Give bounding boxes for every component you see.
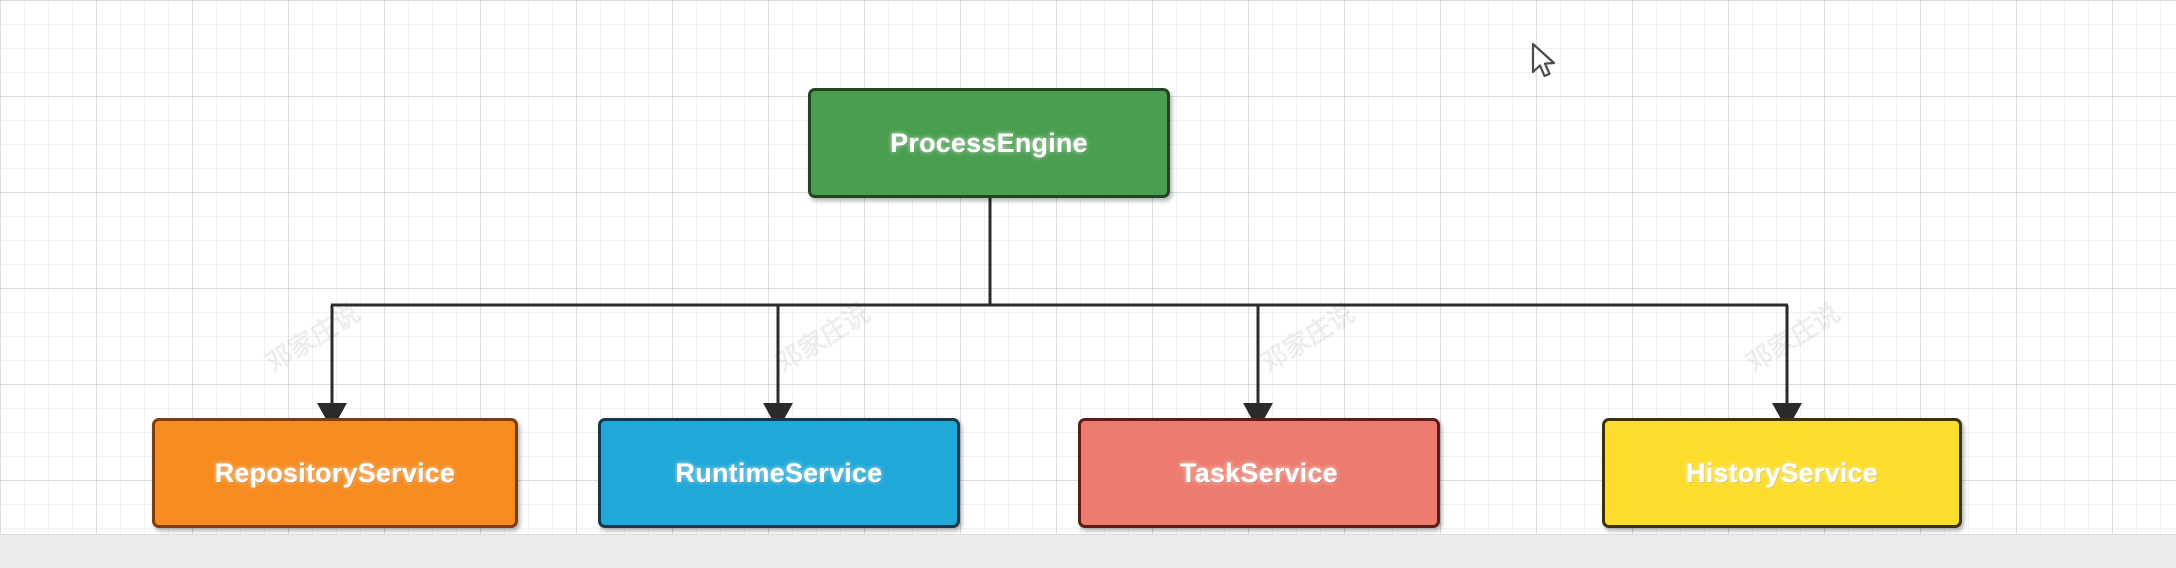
- node-process-engine[interactable]: ProcessEngine: [808, 88, 1170, 198]
- bottom-strip: [0, 534, 2176, 568]
- watermark: 邓家庄说: [1741, 298, 1846, 379]
- node-label-task-service: TaskService: [1180, 457, 1338, 488]
- node-label-history-service: HistoryService: [1686, 457, 1878, 488]
- watermark: 邓家庄说: [261, 298, 366, 379]
- node-runtime-service[interactable]: RuntimeService: [598, 418, 960, 528]
- node-task-service[interactable]: TaskService: [1078, 418, 1440, 528]
- watermark: 邓家庄说: [1256, 298, 1361, 379]
- watermark: 邓家庄说: [771, 298, 876, 379]
- node-label-repository-service: RepositoryService: [214, 457, 456, 488]
- mouse-pointer-icon: [1531, 42, 1556, 78]
- node-label-process-engine: ProcessEngine: [890, 127, 1088, 158]
- node-history-service[interactable]: HistoryService: [1602, 418, 1962, 528]
- node-repository-service[interactable]: RepositoryService: [152, 418, 518, 528]
- node-label-runtime-service: RuntimeService: [675, 457, 883, 488]
